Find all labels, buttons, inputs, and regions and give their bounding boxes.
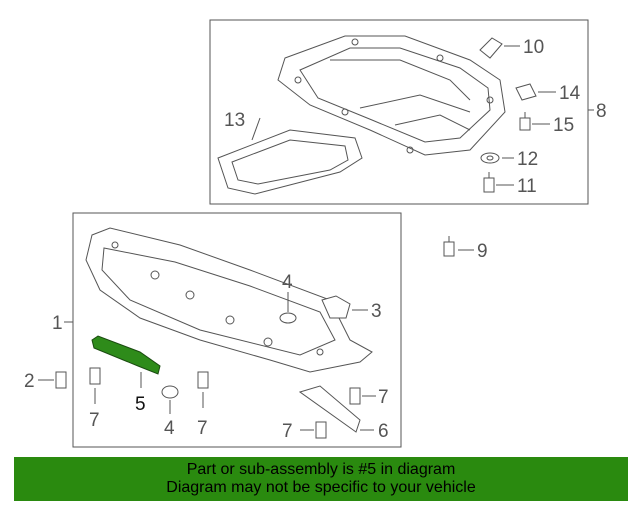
callout-3: 3 (371, 301, 382, 322)
callout-9: 9 (477, 241, 488, 262)
callout-1: 1 (52, 313, 63, 334)
callout-10: 10 (523, 37, 544, 58)
callout-8: 8 (596, 101, 607, 122)
washer-part-12 (480, 152, 500, 164)
bolt-part-7-c (349, 387, 376, 405)
callout-5: 5 (135, 394, 146, 415)
callout-11: 11 (517, 176, 537, 197)
callout-2: 2 (24, 371, 35, 392)
nut-part-14 (515, 83, 537, 101)
bolt-part-15 (519, 112, 531, 131)
front-under-cover-part-1 (85, 227, 373, 373)
clip-part-10 (479, 37, 503, 59)
callout-7-b: 7 (197, 418, 208, 439)
banner-line-1: Part or sub-assembly is #5 in diagram (186, 461, 456, 478)
info-banner: Part or sub-assembly is #5 in diagram Di… (14, 457, 628, 501)
bolt-part-7-a (89, 367, 101, 404)
callout-4-lower: 4 (164, 418, 175, 439)
nut-part-4-lower (161, 385, 179, 414)
callout-4-upper: 4 (282, 272, 293, 293)
callout-15: 15 (553, 115, 574, 136)
callout-7-d: 7 (282, 421, 293, 442)
clip-part-3 (321, 295, 351, 319)
bolt-part-11 (483, 172, 495, 193)
bolt-part-2 (38, 371, 67, 389)
upper-assembly-frame (209, 19, 589, 205)
under-cover-part-8 (277, 35, 506, 156)
callout-7-c: 7 (378, 387, 389, 408)
callout-7-a: 7 (89, 410, 100, 431)
panel-part-13 (217, 117, 363, 195)
bolt-part-7-d (300, 421, 327, 439)
parts-diagram: 1 2 3 4 4 5 6 7 7 7 7 8 9 10 11 12 13 14… (24, 19, 607, 448)
callout-12: 12 (517, 149, 538, 170)
nut-part-4-upper (279, 292, 297, 324)
lower-assembly-frame (72, 212, 402, 448)
bolt-part-9 (443, 236, 455, 257)
strip-part-6 (298, 385, 361, 433)
banner-line-2: Diagram may not be specific to your vehi… (166, 479, 476, 496)
callout-6: 6 (378, 421, 389, 442)
highlighted-part-5 (91, 335, 161, 375)
callout-14: 14 (559, 83, 581, 104)
bolt-part-7-b (197, 371, 209, 408)
callout-13: 13 (224, 110, 245, 131)
